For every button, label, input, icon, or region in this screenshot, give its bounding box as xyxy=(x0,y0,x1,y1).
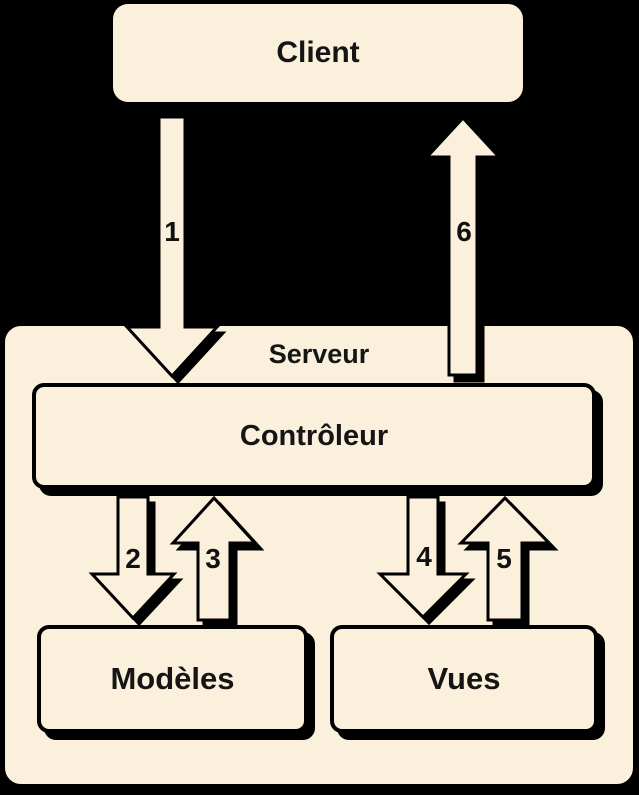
server-label: Serveur xyxy=(268,339,370,369)
arrow-3-label: 3 xyxy=(205,543,221,574)
arrow-2-label: 2 xyxy=(125,543,141,574)
client-box: Client xyxy=(113,4,523,102)
views-label: Vues xyxy=(427,661,501,696)
models-label: Modèles xyxy=(110,661,235,696)
arrow-4-label: 4 xyxy=(416,541,432,572)
controller-box: Contrôleur xyxy=(32,383,596,489)
controller-label: Contrôleur xyxy=(239,419,389,452)
models-box: Modèles xyxy=(37,625,308,733)
arrow-5-label: 5 xyxy=(496,543,512,574)
arrow-6-label: 6 xyxy=(456,216,472,247)
client-label: Client xyxy=(276,36,360,69)
views-box: Vues xyxy=(330,625,598,733)
arrow-1-label: 1 xyxy=(164,216,180,247)
